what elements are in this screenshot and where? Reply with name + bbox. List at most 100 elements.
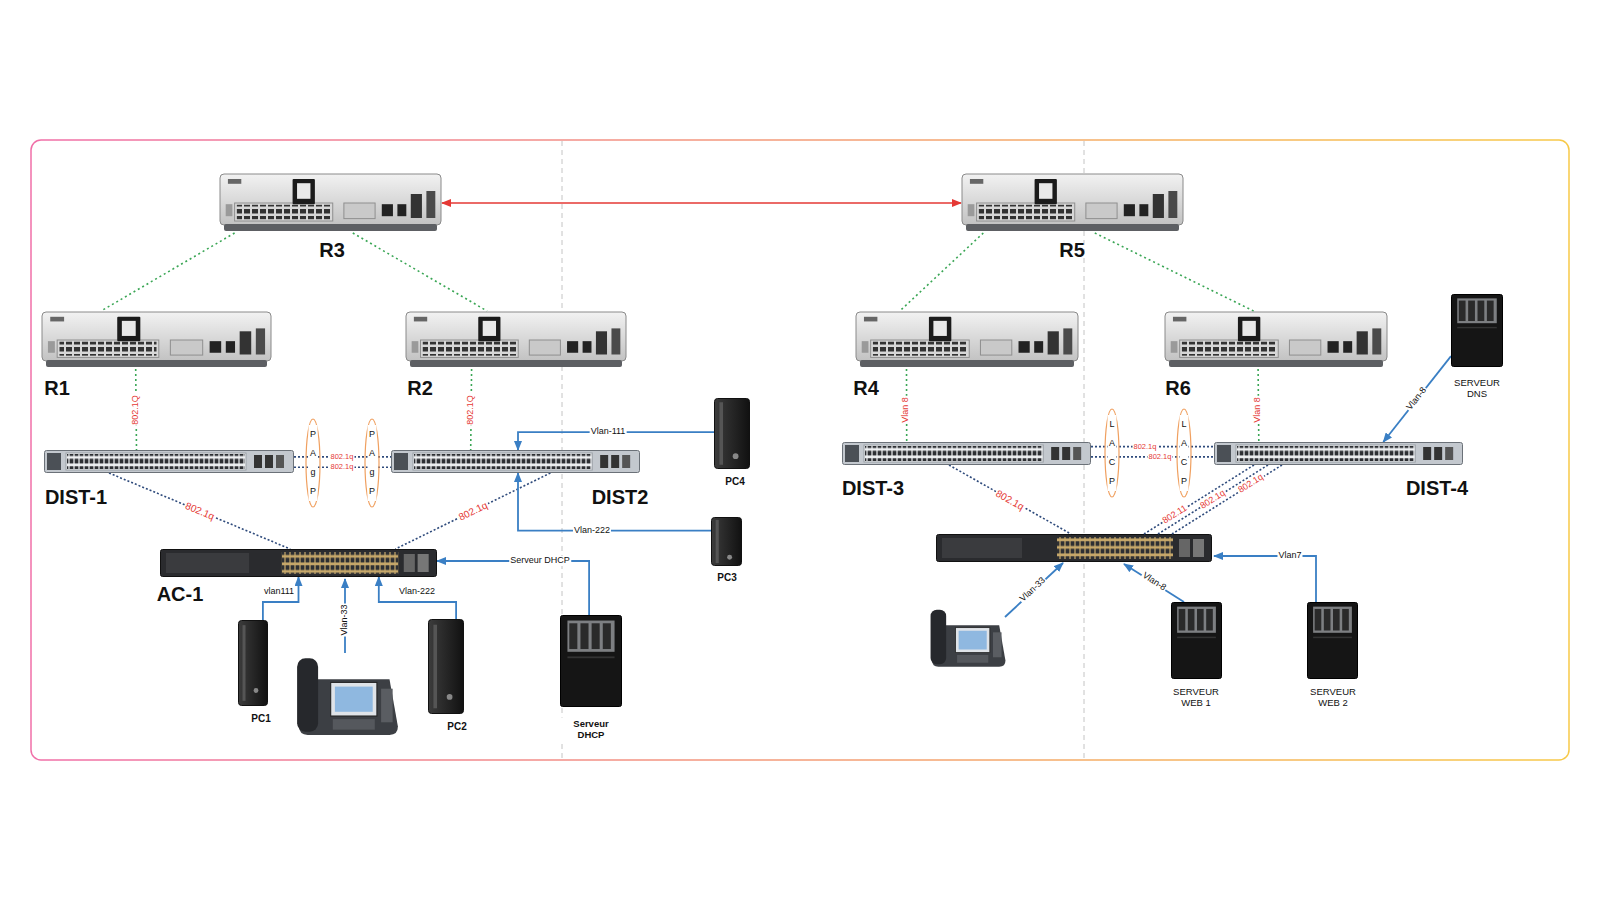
protocol-label: PAgP [368,425,377,501]
access-link [1214,556,1316,602]
protocol-label: PAgP [309,425,318,501]
device-label: PC1 [251,713,270,724]
device-node: R1 [41,311,272,369]
device-node: SERVEUR WEB 2 [1307,602,1358,679]
protocol-oval: LACP [1176,408,1192,498]
device-node: R6 [1164,311,1388,369]
device-label: R6 [1165,377,1191,399]
link-label: 802.1Q [466,394,476,426]
device-label: PC3 [717,572,736,583]
device-node: DIST2 [391,450,640,473]
server-icon [1307,602,1358,679]
link-label: 802.1q [330,463,355,471]
link-label: 802.1q [1198,488,1228,512]
device-label: R3 [319,239,345,261]
device-node: PC1 [238,620,268,706]
network-link [437,561,589,615]
network-link [263,577,299,620]
ip-phone [297,658,398,735]
switch-icon [160,549,437,577]
protocol-oval: PAgP [364,418,380,508]
device-label: DIST-4 [1406,477,1468,499]
pc-icon [714,398,750,469]
device-node: PC3 [711,517,742,566]
router-icon [855,311,1079,369]
device-label: PC4 [725,476,744,487]
link-label: 802.1q [456,499,490,523]
link-label: 802.1q [330,453,355,461]
device-node: PC2 [428,619,464,714]
protocol-oval: LACP [1104,408,1120,498]
switch-icon [842,442,1091,465]
network-link [101,233,235,311]
device-node: PC4 [714,398,750,469]
device-label: PC2 [447,721,466,732]
ip-phone [931,610,1006,667]
device-label: R2 [407,377,433,399]
link-label: 802.11 [1160,503,1190,527]
device-node: DIST-4 [1214,442,1463,465]
device-node: Serveur DHCP [560,615,622,707]
network-link [109,473,290,549]
network-link [1383,356,1451,442]
trunk-link [1158,465,1268,534]
device-label: AC-1 [157,583,204,605]
network-link [1095,233,1254,311]
link-label: vlan111 [263,587,295,597]
link-label: 802.1q [1236,472,1266,496]
device-node: SERVEUR DNS [1451,294,1503,367]
trunk-link [949,465,1071,534]
link-label: 802.1q [993,487,1027,513]
link-label: Vlan7 [1277,551,1302,561]
access-link [1124,564,1184,602]
link-label: Vlan-8 [1140,570,1169,594]
link-label: Vlan 8 [901,396,911,424]
link-label: Vlan-33 [1018,575,1049,605]
router-icon [41,311,272,369]
protocol-label: LACP [1108,415,1117,491]
link-label: 802.1q [1133,443,1158,451]
link-label: Vlan-8 [1404,385,1429,413]
device-label: SERVEUR DNS [1446,377,1508,400]
link-label: 802.1q [183,500,217,523]
device-label: R5 [1059,239,1085,261]
server-icon [1451,294,1503,367]
server-icon [1171,602,1222,679]
link-label: Vlan-222 [573,526,611,536]
protocol-oval: PAgP [305,418,321,508]
router-icon [219,173,442,233]
router-icon [405,311,627,369]
link-label: Vlan-33 [340,603,350,636]
link-label: Vlan-222 [398,587,436,597]
link-label: 802.1q [1148,453,1173,461]
network-link [395,473,550,549]
trunk-link [1144,465,1254,534]
switch-icon [1214,442,1463,465]
device-label: R4 [853,377,879,399]
access-link [1005,563,1063,617]
device-label: SERVEUR WEB 2 [1302,686,1364,709]
network-link [518,473,711,531]
access-switch [937,535,1212,562]
pc-icon [238,620,268,706]
switch-icon [44,450,294,473]
device-node: DIST-3 [842,442,1091,465]
link-label: Vlan-111 [590,427,627,437]
device-node: R2 [405,311,627,369]
device-node: R4 [855,311,1079,369]
pc-icon [428,619,464,714]
router-icon [1164,311,1388,369]
server-icon [560,615,622,707]
switch-icon [391,450,640,473]
link-label: Serveur DHCP [509,556,571,566]
network-link [379,577,456,619]
device-node: AC-1 [160,549,437,577]
pc-icon [711,517,742,566]
frame [31,140,1569,760]
network-link [442,202,961,204]
protocol-label: LACP [1180,415,1189,491]
network-link [900,233,984,311]
